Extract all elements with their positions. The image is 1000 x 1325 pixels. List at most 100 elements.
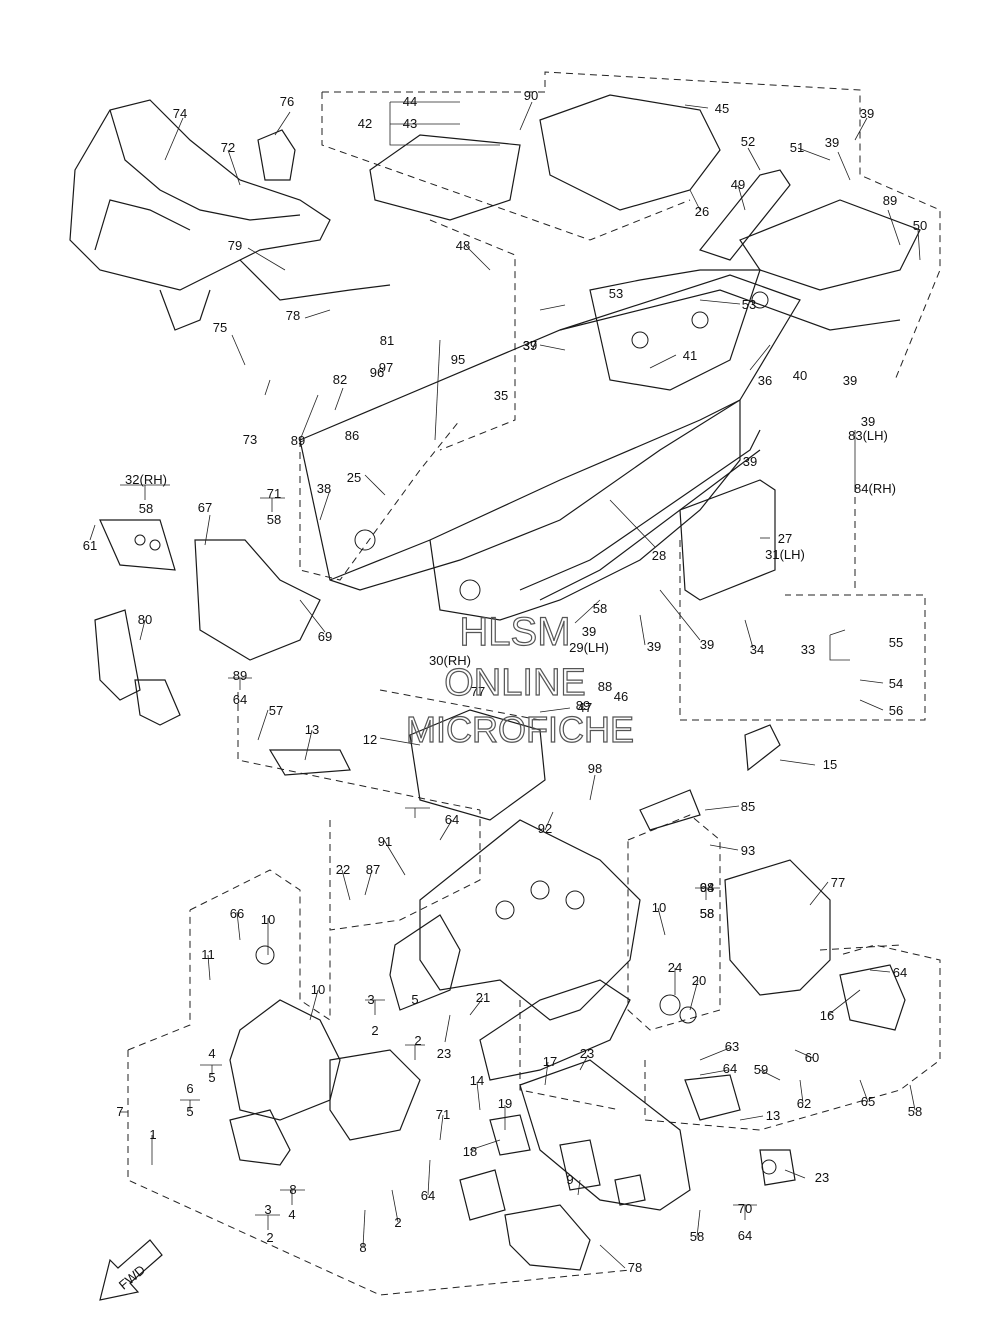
callout-label: 79	[228, 238, 242, 253]
callout-label: 76	[280, 94, 294, 109]
callout-label: 94	[700, 880, 714, 895]
callout-label: 46	[614, 689, 628, 704]
callout-label: 53	[742, 297, 756, 312]
callout-label: 58	[908, 1104, 922, 1119]
callout-label: 44	[403, 94, 417, 109]
callout-label: 56	[889, 703, 903, 718]
callout-label: 89	[883, 193, 897, 208]
callout-label: 71	[267, 486, 281, 501]
callout-label: 71	[436, 1107, 450, 1122]
callout-label: 11	[201, 947, 215, 962]
callout-label: 41	[683, 348, 697, 363]
callout-label: 65	[861, 1094, 875, 1109]
callout-label: 15	[823, 757, 837, 772]
callout-label: 35	[494, 388, 508, 403]
callout-label: 97	[379, 360, 393, 375]
callout-label: 39	[523, 338, 537, 353]
callout-label: 37	[523, 338, 537, 353]
callout-label: 91	[378, 834, 392, 849]
callout-label: 31(LH)	[765, 547, 805, 562]
callout-label: 54	[889, 676, 903, 691]
callout-label: 39	[843, 373, 857, 388]
callout-label: 39	[825, 135, 839, 150]
callout-label: 13	[305, 722, 319, 737]
callout-label: 60	[805, 1050, 819, 1065]
watermark: HLSM ONLINE MICROFICHE	[405, 609, 634, 750]
callout-label: 81	[380, 333, 394, 348]
callout-label: 64	[421, 1188, 435, 1203]
callout-label: 18	[463, 1144, 477, 1159]
callout-label: 4	[288, 1207, 295, 1222]
callout-label: 58	[700, 906, 714, 921]
callout-label: 82	[333, 372, 347, 387]
callout-label: 95	[451, 352, 465, 367]
callout-label: 25	[347, 470, 361, 485]
callout-label: 36	[758, 373, 772, 388]
callout-label: 10	[261, 912, 275, 927]
callout-label: 42	[358, 116, 372, 131]
callout-label: 39	[861, 414, 875, 429]
callout-label: 63	[725, 1039, 739, 1054]
callout-label: 39	[0, 0, 7, 3]
callout-label: 39	[743, 454, 757, 469]
chassis-parts	[69, 94, 921, 1271]
callout-label: 10	[311, 982, 325, 997]
callout-label: 39	[647, 639, 661, 654]
callout-label: 86	[345, 428, 359, 443]
frame-holes	[134, 291, 777, 1175]
callout-label: 62	[797, 1096, 811, 1111]
callout-label: 61	[83, 538, 97, 553]
watermark-line1: HLSM	[459, 610, 570, 654]
callout-label: 80	[138, 612, 152, 627]
callout-label: 9	[566, 1172, 573, 1187]
callout-label: 47	[578, 700, 592, 715]
callout-label: 40	[793, 368, 807, 383]
callout-label: 55	[889, 635, 903, 650]
callout-label: 73	[243, 432, 257, 447]
callout-label: 20	[692, 973, 706, 988]
callout-label: 45	[715, 101, 729, 116]
callout-label: 69	[318, 629, 332, 644]
callout-label: 22	[336, 862, 350, 877]
callout-label: 26	[695, 204, 709, 219]
callout-label: 85	[741, 799, 755, 814]
callout-label: 5	[186, 1104, 193, 1119]
group-outlines	[127, 71, 941, 1296]
callout-label: 64	[723, 1061, 737, 1076]
callout-label: 78	[286, 308, 300, 323]
callout-label: 23	[580, 1046, 594, 1061]
callout-label: 78	[628, 1260, 642, 1275]
callout-label: 58	[690, 1229, 704, 1244]
callout-label: 53	[609, 286, 623, 301]
callout-label: 34	[750, 642, 764, 657]
callout-label: 93	[741, 843, 755, 858]
callout-label: 50	[913, 218, 927, 233]
callout-label: 4	[208, 1046, 215, 1061]
callout-label: 89	[233, 668, 247, 683]
callout-label: 51	[790, 140, 804, 155]
leader-lines	[89, 101, 921, 1269]
callout-label: 89	[291, 433, 305, 448]
callout-label: 2	[394, 1215, 401, 1230]
callout-label: 17	[543, 1054, 557, 1069]
callout-label: 23	[815, 1170, 829, 1185]
callout-label: 83(LH)	[848, 428, 888, 443]
callout-label: 29(LH)	[569, 640, 609, 655]
callout-label: 33	[801, 642, 815, 657]
callout-label: 8	[289, 1182, 296, 1197]
callout-label: 7	[116, 1104, 123, 1119]
callout-label: 28	[652, 548, 666, 563]
callout-label: 74	[173, 106, 187, 121]
fwd-arrow: FWD	[99, 1239, 163, 1301]
callout-label: 5	[208, 1070, 215, 1085]
callout-label: 2	[414, 1033, 421, 1048]
callout-label: 1	[149, 1127, 156, 1142]
callout-label: 6	[186, 1081, 193, 1096]
callout-label: 10	[652, 900, 666, 915]
callout-label: 2	[266, 1230, 273, 1245]
callout-label: 30(RH)	[429, 653, 471, 668]
callout-label: 77	[471, 684, 485, 699]
callout-label: 43	[403, 116, 417, 131]
callout-label: 58	[267, 512, 281, 527]
callout-label: 58	[700, 906, 714, 921]
